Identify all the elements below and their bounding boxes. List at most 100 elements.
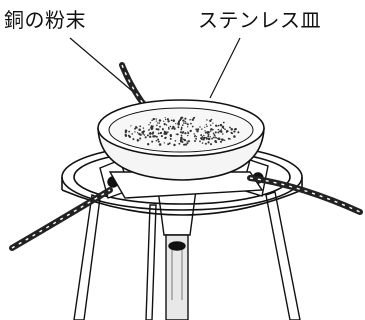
powder-grain <box>200 134 203 137</box>
powder-grain <box>207 137 211 141</box>
powder-grain <box>225 131 228 133</box>
powder-grain <box>182 119 185 122</box>
powder-grain <box>212 136 215 139</box>
powder-grain <box>144 136 147 139</box>
powder-grain <box>159 131 163 135</box>
powder-grain <box>149 122 152 124</box>
powder-grain <box>134 127 137 130</box>
powder-grain <box>164 118 167 121</box>
powder-grain <box>184 139 187 142</box>
powder-grain <box>221 138 224 141</box>
powder-grain <box>223 139 226 142</box>
powder-grain <box>207 141 210 144</box>
powder-grain <box>209 124 212 126</box>
powder-grain <box>210 130 212 132</box>
powder-grain <box>181 124 184 127</box>
powder-grain <box>201 136 204 139</box>
powder-grain <box>147 143 150 146</box>
powder-grain <box>206 125 208 128</box>
powder-grain <box>169 135 172 138</box>
powder-grain <box>178 120 181 123</box>
powder-grain <box>201 128 203 130</box>
powder-grain <box>184 120 187 123</box>
powder-grain <box>206 119 208 121</box>
powder-grain <box>128 135 132 139</box>
powder-grain <box>152 125 154 127</box>
powder-grain <box>138 128 141 132</box>
powder-grain <box>215 137 217 139</box>
powder-grain <box>169 125 172 128</box>
powder-grain <box>194 140 196 142</box>
powder-grain <box>214 137 216 139</box>
powder-grain <box>189 129 192 133</box>
powder-grain <box>214 131 217 134</box>
powder-grain <box>180 128 183 131</box>
powder-grain <box>167 120 170 123</box>
powder-grain <box>186 126 189 128</box>
powder-grain <box>136 132 139 134</box>
powder-grain <box>165 136 167 139</box>
powder-grain <box>128 130 131 133</box>
powder-grain <box>210 128 213 131</box>
powder-grain <box>222 121 225 124</box>
powder-grain <box>165 124 168 126</box>
powder-grain <box>164 132 168 135</box>
copper-powder <box>124 116 240 147</box>
powder-grain <box>222 133 224 135</box>
powder-grain <box>142 130 145 133</box>
powder-grain <box>229 126 231 129</box>
powder-grain <box>136 138 139 141</box>
powder-grain <box>187 134 189 137</box>
powder-grain <box>201 142 204 144</box>
powder-grain <box>204 131 207 134</box>
powder-grain <box>181 141 184 143</box>
powder-grain <box>151 127 154 130</box>
powder-grain <box>212 132 215 135</box>
powder-grain <box>152 135 155 138</box>
copper-powder-label: 銅の粉末 <box>4 8 86 32</box>
powder-grain <box>205 136 207 139</box>
powder-grain <box>230 127 233 131</box>
powder-grain <box>155 128 158 131</box>
powder-grain <box>205 123 207 126</box>
powder-grain <box>134 131 136 133</box>
powder-grain <box>139 125 142 128</box>
powder-grain <box>158 119 162 122</box>
powder-grain <box>163 122 166 126</box>
powder-grain <box>168 142 171 145</box>
powder-grain <box>217 137 221 141</box>
powder-grain <box>142 127 145 129</box>
powder-grain <box>233 128 236 130</box>
powder-grain <box>182 130 185 133</box>
powder-grain <box>180 136 182 139</box>
powder-grain <box>209 119 212 123</box>
powder-grain <box>233 130 236 133</box>
powder-grain <box>182 138 185 141</box>
powder-grain <box>233 135 236 138</box>
powder-grain <box>132 138 135 141</box>
powder-grain <box>163 142 165 144</box>
powder-grain <box>214 141 218 144</box>
powder-grain <box>148 128 150 131</box>
powder-grain <box>204 126 206 128</box>
powder-grain <box>148 124 150 126</box>
powder-grain <box>151 132 154 135</box>
powder-grain <box>204 130 206 132</box>
powder-grain <box>179 131 182 134</box>
powder-grain <box>184 132 187 135</box>
powder-grain <box>167 131 169 133</box>
powder-grain <box>156 124 158 127</box>
powder-grain <box>171 127 174 130</box>
powder-grain <box>217 124 220 127</box>
powder-grain <box>184 117 187 120</box>
powder-grain <box>221 125 225 129</box>
powder-grain <box>209 143 213 146</box>
powder-grain <box>124 133 127 136</box>
powder-grain <box>212 122 214 124</box>
powder-grain <box>155 118 157 120</box>
powder-grain <box>227 130 229 133</box>
powder-grain <box>135 126 138 129</box>
powder-grain <box>183 143 186 146</box>
powder-grain <box>149 135 152 138</box>
powder-grain <box>139 137 142 140</box>
